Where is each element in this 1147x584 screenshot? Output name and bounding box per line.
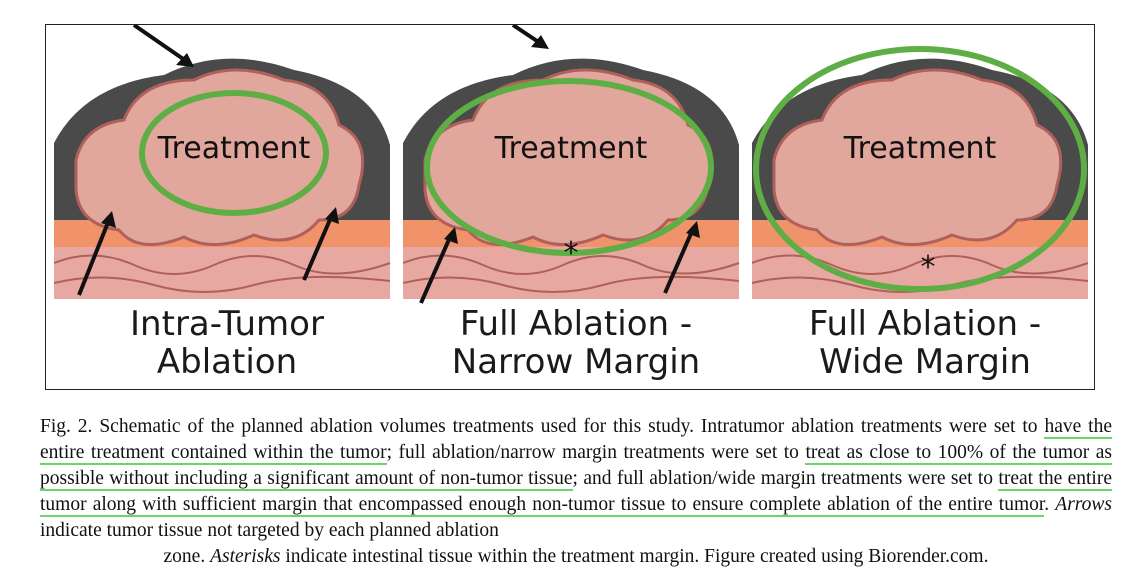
- treatment-zone: [424, 78, 714, 256]
- panel-title-line2: Wide Margin: [819, 342, 1031, 382]
- caption-last-line: zone. Asterisks indicate intestinal tiss…: [40, 544, 1112, 570]
- figure-frame: Treatment Intra-Tumor Ablation Treatment…: [45, 24, 1095, 390]
- caption-highlight-1: have the entire treatment contained with…: [40, 416, 1112, 465]
- asterisk: *: [921, 250, 936, 285]
- panel-title-line2: Narrow Margin: [451, 342, 701, 382]
- arrow-head: [176, 53, 194, 67]
- panel-title-line1: Full Ablation -: [808, 304, 1042, 344]
- caption-text-2: ; and full ablation/wide margin treatmen…: [572, 468, 999, 489]
- caption-tail-text: indicate intestinal tissue within the tr…: [280, 546, 989, 567]
- tumor: [772, 68, 1063, 247]
- panel-title: Full Ablation - Wide Margin: [752, 305, 1098, 381]
- caption-arrows-term: Arrows: [1055, 494, 1113, 515]
- treatment-label: Treatment: [494, 131, 648, 166]
- panel-illustration: Treatment *: [403, 25, 740, 304]
- panel-wide-margin: Treatment * Full Ablation - Wide Margin: [752, 25, 1098, 391]
- panel-title: Full Ablation - Narrow Margin: [403, 305, 749, 381]
- arrow: [77, 219, 111, 296]
- arrow-head: [686, 221, 700, 238]
- panel-title: Intra-Tumor Ablation: [54, 305, 400, 381]
- arrow: [419, 234, 453, 304]
- panel-illustration: Treatment: [54, 25, 391, 299]
- treatment-label: Treatment: [157, 131, 311, 166]
- arrow: [302, 214, 334, 281]
- caption-asterisks-term: Asterisks: [210, 546, 281, 567]
- arrow: [132, 25, 191, 65]
- treatment-zone: [753, 46, 1087, 292]
- caption-tail-pre: zone.: [163, 546, 211, 567]
- panel-narrow-margin: Treatment * Full Ablation - Narrow Margi…: [403, 25, 749, 391]
- caption-text-1: ; full ablation/narrow margin treatments…: [386, 442, 806, 463]
- treatment-zone: [139, 90, 329, 216]
- caption-arrows-text: indicate tumor tissue not targeted by ea…: [40, 520, 499, 541]
- arrow-head: [325, 207, 339, 224]
- intestine-folds: [54, 254, 391, 293]
- panel-illustration: Treatment *: [752, 46, 1089, 299]
- caption-highlight-3: treat the entire tumor along with suffic…: [40, 468, 1113, 517]
- arrow-head: [101, 211, 116, 228]
- figure-caption: Fig. 2. Schematic of the planned ablatio…: [40, 414, 1113, 570]
- treatment-label: Treatment: [843, 131, 997, 166]
- panel-title-line1: Intra-Tumor: [130, 304, 324, 344]
- caption-lead: Fig. 2. Schematic of the planned ablatio…: [40, 416, 1045, 437]
- asterisk: *: [564, 236, 579, 271]
- arrow: [663, 228, 695, 294]
- caption-text-3: .: [1044, 494, 1056, 515]
- panel-title-line2: Ablation: [156, 342, 298, 382]
- panel-title-line1: Full Ablation -: [459, 304, 693, 344]
- arrow-head: [444, 227, 458, 244]
- caption-highlight-2: treat as close to 100% of the tumor as p…: [40, 442, 1112, 491]
- arrow-head: [531, 35, 549, 49]
- panel-intra-tumor: Treatment Intra-Tumor Ablation: [54, 25, 400, 391]
